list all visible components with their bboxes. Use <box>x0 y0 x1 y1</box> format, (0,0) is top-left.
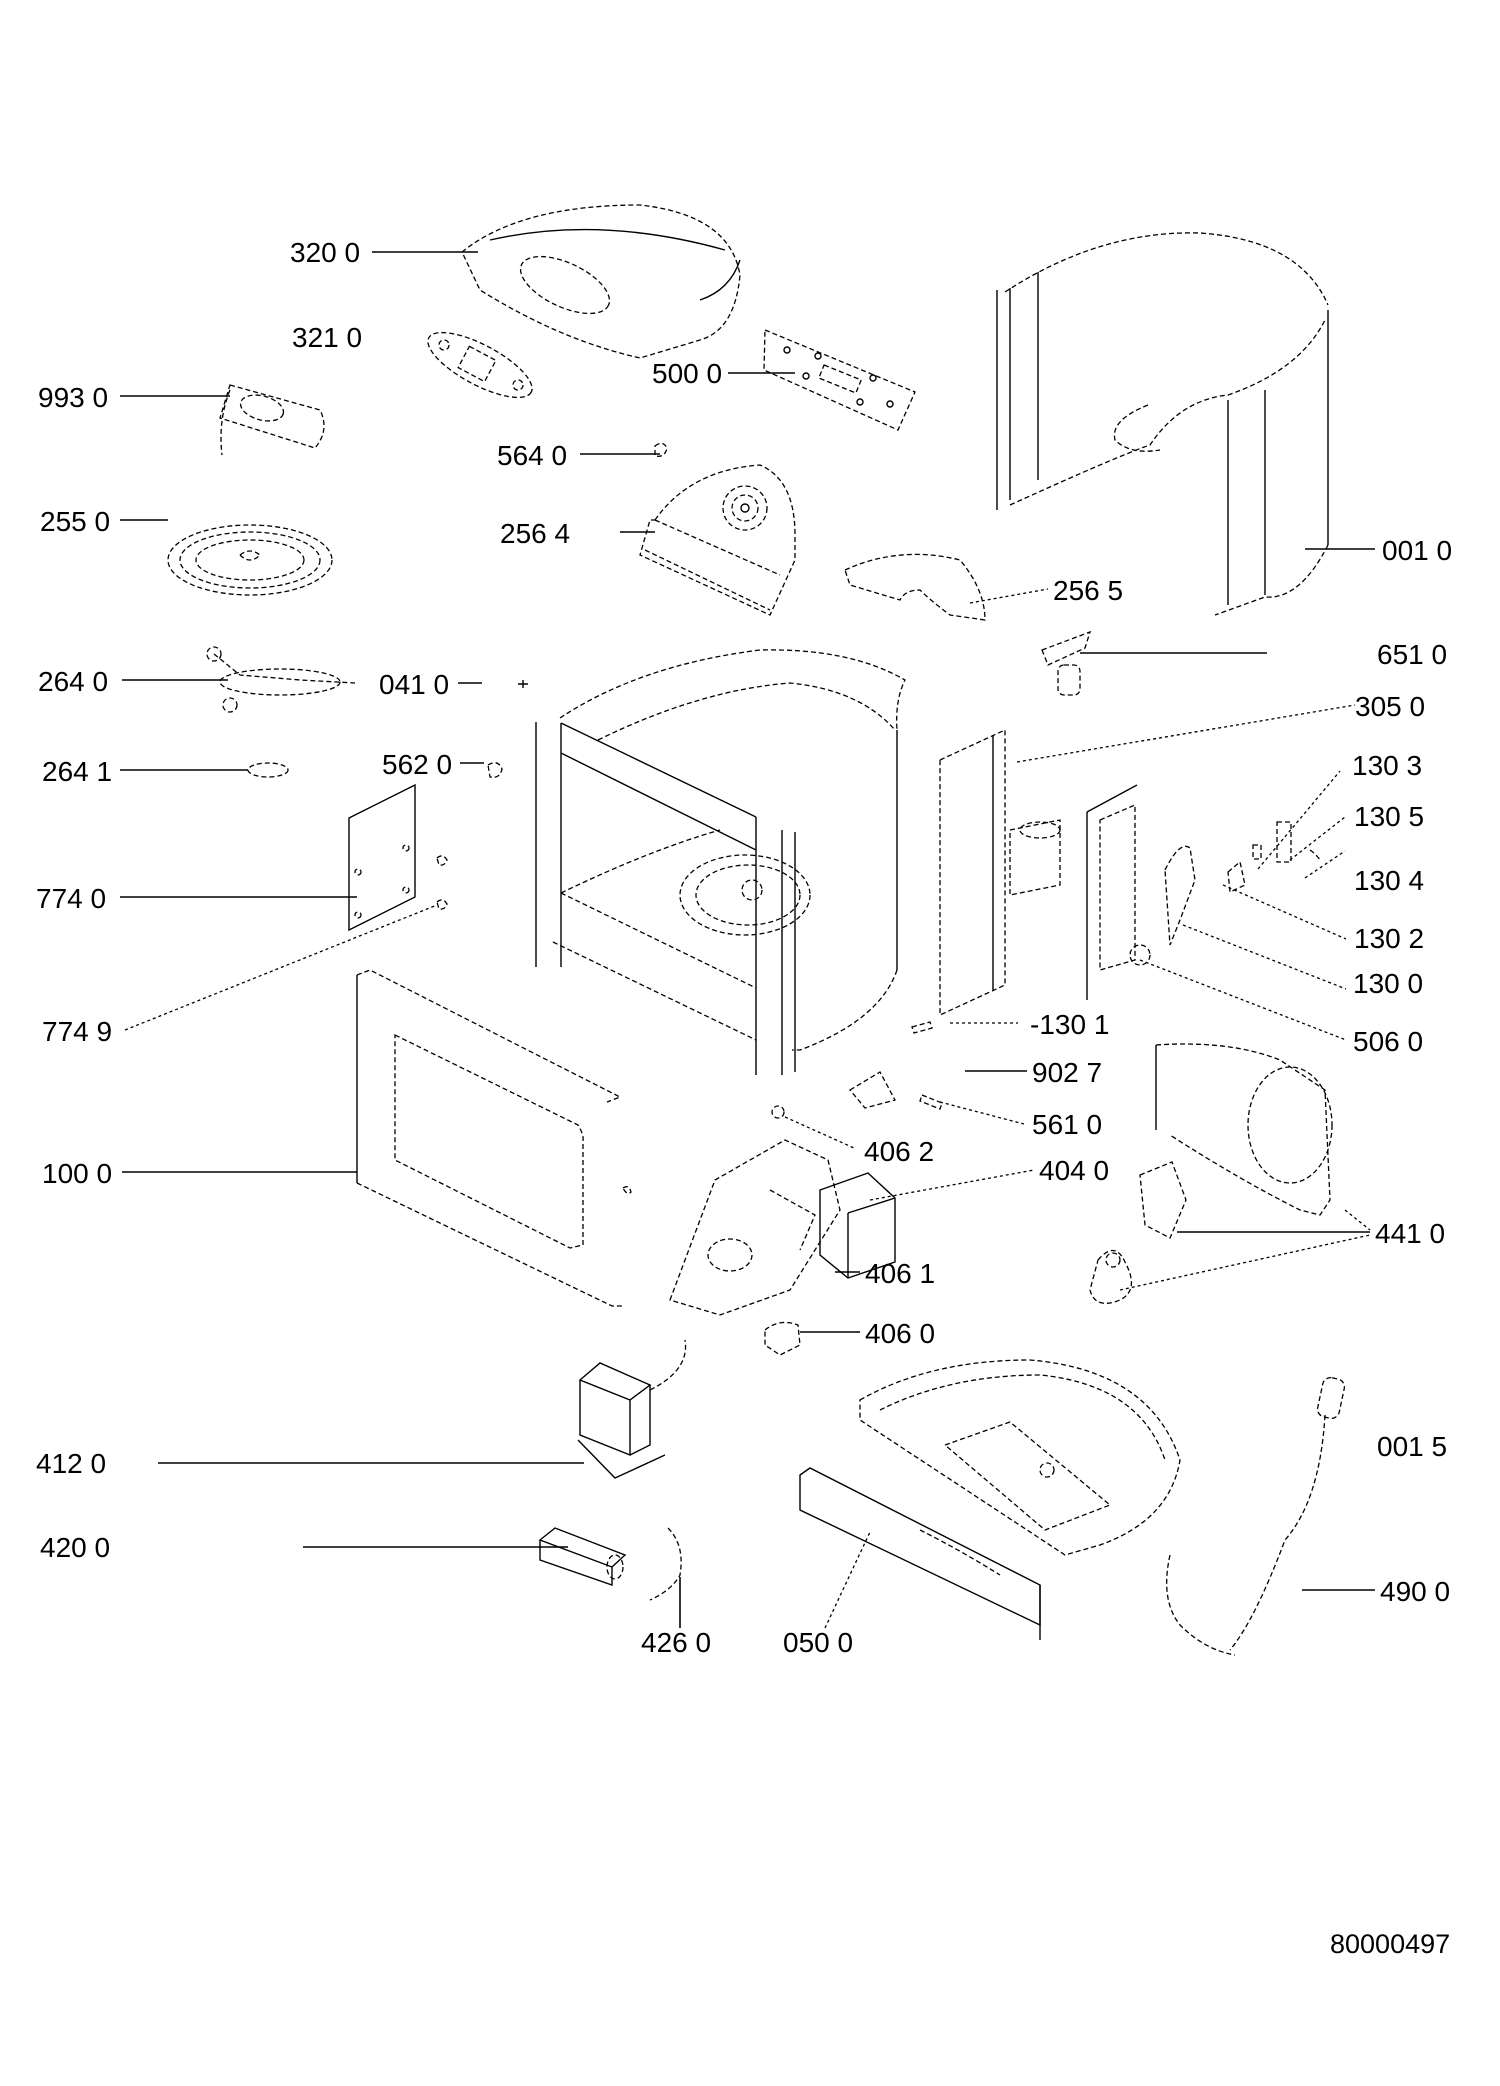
callout-562-0: 562 0 <box>382 749 452 780</box>
part-561-0-fuse <box>919 1094 943 1110</box>
callout-130-5: 130 5 <box>1354 801 1424 832</box>
part-305-0-latch-bracket <box>939 728 1061 1017</box>
part-420-0-hv-capacitor <box>538 1527 627 1586</box>
document-number: 80000497 <box>1330 1929 1450 1959</box>
callout-902-7: 902 7 <box>1032 1057 1102 1088</box>
part-256-5-arched-cover <box>844 553 986 621</box>
part-426-0-hv-diode <box>649 1527 682 1601</box>
callout-001-0: 001 0 <box>1382 535 1452 566</box>
part-902-7-bracket <box>849 1071 896 1109</box>
part-130-1-pin <box>911 1021 933 1034</box>
part-264-1-coupler <box>247 762 289 778</box>
callout-041-0: 041 0 <box>379 669 449 700</box>
callout-420-0: 420 0 <box>40 1532 110 1563</box>
callout-774-9: 774 9 <box>42 1016 112 1047</box>
part-441-0-fan-assembly <box>1089 1043 1333 1304</box>
callout-406-0: 406 0 <box>865 1318 935 1349</box>
part-412-0-hv-transformer <box>577 1339 687 1479</box>
callout-500-0: 500 0 <box>652 358 722 389</box>
callout-406-1: 406 1 <box>865 1258 935 1289</box>
part-041-0-screw <box>518 680 528 688</box>
callout-264-0: 264 0 <box>38 666 108 697</box>
leader-lines <box>120 251 1375 1629</box>
part-130-0-interlock-assembly <box>1086 784 1321 1000</box>
callout-321-0: 321 0 <box>292 322 362 353</box>
part-050-0-front-trim <box>799 1467 1041 1640</box>
part-321-0-panel-gasket <box>427 331 533 399</box>
part-651-0-lamp <box>1041 630 1092 696</box>
part-993-0-bracket <box>219 384 325 456</box>
callout-255-0: 255 0 <box>40 506 110 537</box>
callout-426-0: 426 0 <box>641 1627 711 1658</box>
callout-406-2: 406 2 <box>864 1136 934 1167</box>
callout-256-5: 256 5 <box>1053 575 1123 606</box>
part-320-0-control-housing <box>461 204 741 359</box>
callout-561-0: 561 0 <box>1032 1109 1102 1140</box>
part-562-0-clip <box>487 762 503 778</box>
callout-130-2: 130 2 <box>1354 923 1424 954</box>
callout-404-0: 404 0 <box>1039 1155 1109 1186</box>
part-406-1-wave-guide <box>669 1139 841 1316</box>
part-490-0-power-cord <box>1166 1376 1346 1656</box>
callout-441-0: 441 0 <box>1375 1218 1445 1249</box>
callout-001-5: 001 5 <box>1377 1431 1447 1462</box>
callout-130-4: 130 4 <box>1354 865 1424 896</box>
part-564-0-clip <box>654 442 668 457</box>
callout-130-0: 130 0 <box>1353 968 1423 999</box>
callout-774-0: 774 0 <box>36 883 106 914</box>
callout-320-0: 320 0 <box>290 237 360 268</box>
part-255-0-turntable-plate <box>167 524 333 596</box>
callout-412-0: 412 0 <box>36 1448 106 1479</box>
part-406-0-magnetron <box>764 1321 801 1356</box>
part-500-0-control-pcb <box>763 329 916 431</box>
callout-506-0: 506 0 <box>1353 1026 1423 1057</box>
part-406-2-nut <box>771 1105 785 1119</box>
callout-130-1: -130 1 <box>1030 1009 1109 1040</box>
callout-490-0: 490 0 <box>1380 1576 1450 1607</box>
callout-651-0: 651 0 <box>1377 639 1447 670</box>
part-404-0-capacitor-block <box>819 1172 896 1279</box>
callout-130-3: 130 3 <box>1352 750 1422 781</box>
part-256-4-stirrer-cover <box>639 464 796 616</box>
callout-564-0: 564 0 <box>497 440 567 471</box>
callout-256-4: 256 4 <box>500 518 570 549</box>
callout-993-0: 993 0 <box>38 382 108 413</box>
part-001-5-base-plate <box>859 1359 1181 1556</box>
part-774-0-cover-plate <box>348 783 448 932</box>
part-001-0-outer-casing <box>996 232 1329 616</box>
part-264-0-roller-ring <box>206 646 356 713</box>
callout-305-0: 305 0 <box>1355 691 1425 722</box>
part-100-0-door <box>356 969 632 1307</box>
callout-264-1: 264 1 <box>42 756 112 787</box>
callout-100-0: 100 0 <box>42 1158 112 1189</box>
callout-050-0: 050 0 <box>783 1627 853 1658</box>
part-cavity <box>535 649 906 1075</box>
